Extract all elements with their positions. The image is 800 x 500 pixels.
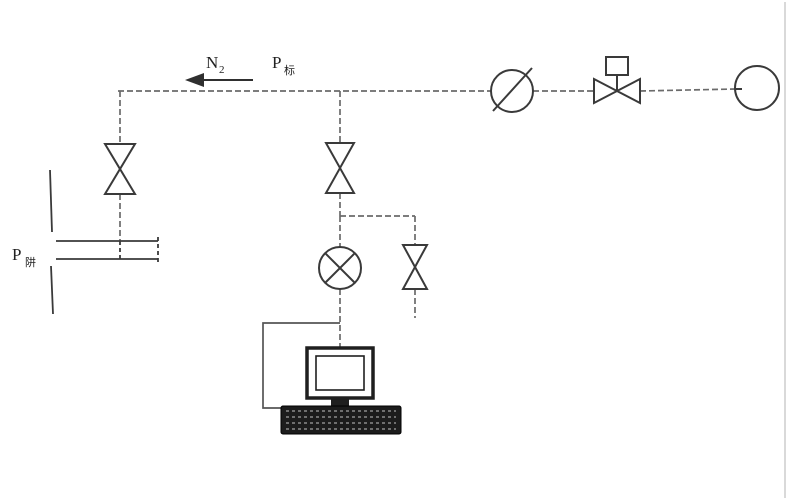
line-pressure-label: P: [272, 53, 281, 72]
vacuum-chamber-port: [49, 169, 159, 315]
diagram-labels: N 2 P 标 P 阱: [12, 53, 295, 269]
chamber-wall-upper: [49, 169, 53, 233]
valve-top-triangle: [324, 142, 356, 171]
pipe-network: [118, 88, 736, 349]
check-valve-icon: [490, 67, 534, 113]
pipe-segment: [639, 88, 736, 92]
monitor-stand: [331, 399, 349, 407]
valve-bottom-triangle: [324, 165, 356, 194]
transducer-x-stroke: [324, 252, 356, 284]
signal-wire: [262, 322, 340, 409]
valve-bottom-triangle: [103, 167, 137, 195]
keyboard-base: [280, 405, 402, 435]
valve-top-triangle: [103, 143, 137, 171]
line-pressure-label-sub: 标: [284, 63, 295, 77]
n2-label-sub: 2: [219, 64, 225, 76]
monitor-screen: [315, 355, 365, 391]
chamber-wall-lower: [50, 265, 54, 315]
pressure-transducer-icon: [318, 246, 362, 290]
needle-valve-icon: [401, 244, 429, 290]
check-valve-flap: [492, 67, 533, 112]
valve-top-triangle: [401, 244, 429, 270]
arrow-head: [185, 73, 204, 87]
n2-flow-arrow: [185, 73, 253, 87]
shutoff-valve-middle-icon: [324, 142, 356, 194]
computer: [280, 346, 402, 435]
signal-wire-path: [262, 322, 340, 409]
valve-right-triangle: [614, 77, 641, 105]
control-valve-icon: [593, 56, 641, 105]
n2-label: N: [206, 53, 218, 72]
vessel-pressure-label: P: [12, 245, 21, 264]
actuator-box: [605, 56, 629, 76]
keyboard-keys: [286, 410, 396, 430]
valve-left-triangle: [593, 77, 620, 105]
valve-bottom-triangle: [401, 264, 429, 290]
gas-source-icon: [734, 65, 780, 111]
vessel-pressure-label-sub: 阱: [25, 255, 36, 269]
shutoff-valve-left-icon: [103, 143, 137, 195]
